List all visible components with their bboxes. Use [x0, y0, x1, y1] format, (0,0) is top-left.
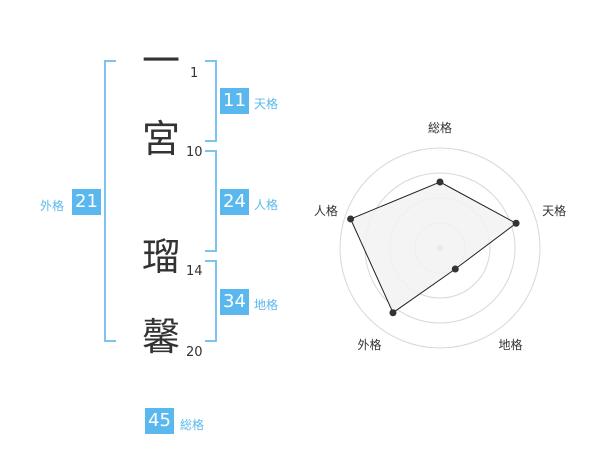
name-char-2: 宮	[142, 117, 181, 161]
tenkaku-bracket	[205, 60, 217, 142]
name-char-1: 一	[142, 39, 181, 83]
radar-polygon	[349, 181, 518, 314]
tenkaku-value-badge: 11	[220, 88, 249, 114]
name-char-3: 瑠	[142, 235, 181, 279]
soukaku-value-badge: 45	[145, 408, 174, 434]
name-char-4: 馨	[142, 315, 181, 359]
radar-axis-label-1: 総格	[428, 120, 452, 135]
chikaku-bracket	[205, 260, 217, 342]
stroke-count-4: 20	[186, 345, 203, 360]
radar-point-3	[451, 265, 459, 273]
radar-axis-label-2: 天格	[542, 203, 566, 218]
radar-point-4	[389, 309, 397, 317]
radar-axis-label-4: 外格	[357, 337, 381, 352]
radar-ring-4	[339, 147, 541, 349]
stroke-count-3: 14	[186, 264, 203, 279]
chikaku-label: 地格	[254, 298, 279, 312]
radar-point-5	[347, 215, 355, 223]
tenkaku-label: 天格	[254, 97, 279, 111]
radar-point-1	[436, 178, 444, 186]
stroke-count-2: 10	[186, 145, 203, 160]
soukaku-label: 総格	[180, 418, 205, 432]
radar-axis-label-5: 人格	[314, 203, 338, 218]
radar-point-2	[512, 219, 520, 227]
gaikaku-bracket	[104, 60, 116, 342]
jinkaku-value-badge: 24	[220, 189, 249, 215]
gaikaku-value-badge: 21	[72, 189, 101, 215]
radar-axis-label-3: 地格	[499, 337, 523, 352]
gaikaku-label: 外格	[40, 199, 65, 213]
stroke-count-1: 1	[190, 66, 199, 81]
chikaku-value-badge: 34	[220, 289, 249, 315]
jinkaku-label: 人格	[254, 198, 279, 212]
jinkaku-bracket	[205, 150, 217, 252]
